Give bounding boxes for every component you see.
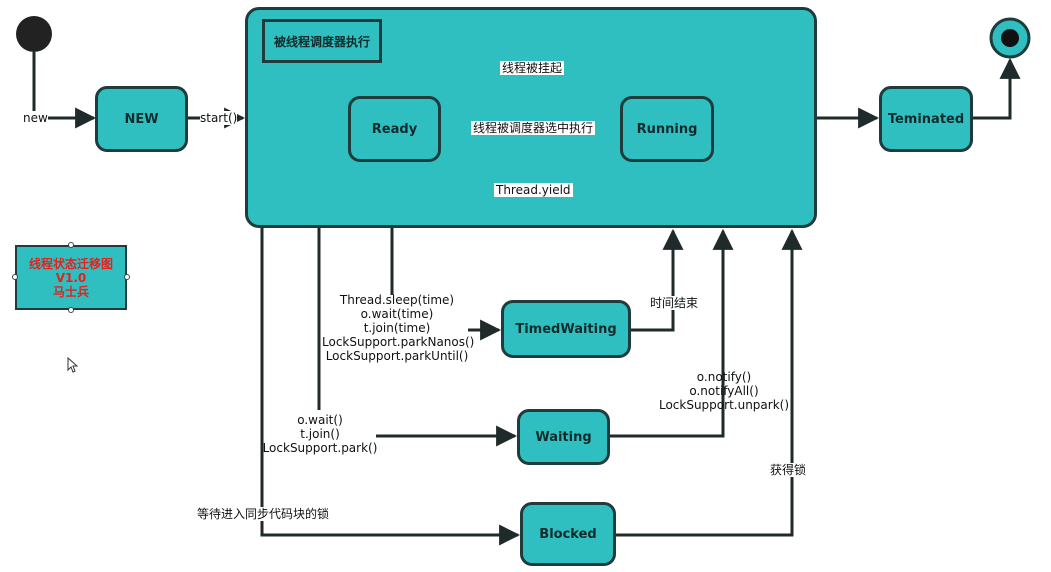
legend-title: 线程状态迁移图 — [28, 256, 113, 271]
label-acquire-lock: 获得锁 — [770, 463, 807, 477]
legend-resize-handle-bottom[interactable] — [68, 307, 74, 313]
label-yield: Thread.yield — [494, 183, 573, 197]
arrow-timedwaiting-to-container — [630, 228, 684, 332]
container-title: 被线程调度器执行 — [262, 19, 382, 63]
label-suspended: 线程被挂起 — [500, 61, 565, 75]
label-wait-calls: o.wait() t.join() LockSupport.park() — [262, 413, 378, 455]
state-terminated: Teminated — [879, 86, 973, 152]
arrow-to-blocked — [260, 228, 521, 546]
label-selected: 线程被调度器选中执行 — [471, 121, 596, 135]
legend-version: V1.0 — [55, 270, 87, 285]
state-running: Running — [620, 96, 714, 162]
legend-resize-handle-left[interactable] — [12, 274, 18, 280]
initial-state-node — [16, 16, 52, 52]
state-ready: Ready — [348, 96, 441, 162]
mouse-cursor-icon — [67, 357, 79, 373]
arrow-start-to-new — [32, 52, 97, 129]
state-new: NEW — [95, 86, 188, 152]
arrow-waiting-to-container — [609, 228, 734, 438]
label-wait-sync-lock: 等待进入同步代码块的锁 — [197, 507, 330, 521]
label-time-end: 时间结束 — [650, 296, 699, 310]
legend-resize-handle-top[interactable] — [68, 242, 74, 248]
legend-author: 马士兵 — [52, 284, 89, 299]
label-notify-calls: o.notify() o.notifyAll() LockSupport.unp… — [658, 370, 790, 412]
legend-box[interactable]: 线程状态迁移图 V1.0 马士兵 — [15, 245, 127, 310]
label-start: start() — [200, 111, 238, 125]
state-waiting: Waiting — [517, 409, 610, 465]
arrow-blocked-to-container — [615, 228, 803, 537]
state-blocked: Blocked — [520, 502, 616, 566]
state-timed-waiting: TimedWaiting — [501, 300, 631, 358]
arrow-terminated-to-end — [972, 57, 1021, 120]
legend-resize-handle-right[interactable] — [124, 274, 130, 280]
label-timed-wait-calls: Thread.sleep(time) o.wait(time) t.join(t… — [322, 293, 475, 363]
label-new: new — [23, 111, 48, 125]
